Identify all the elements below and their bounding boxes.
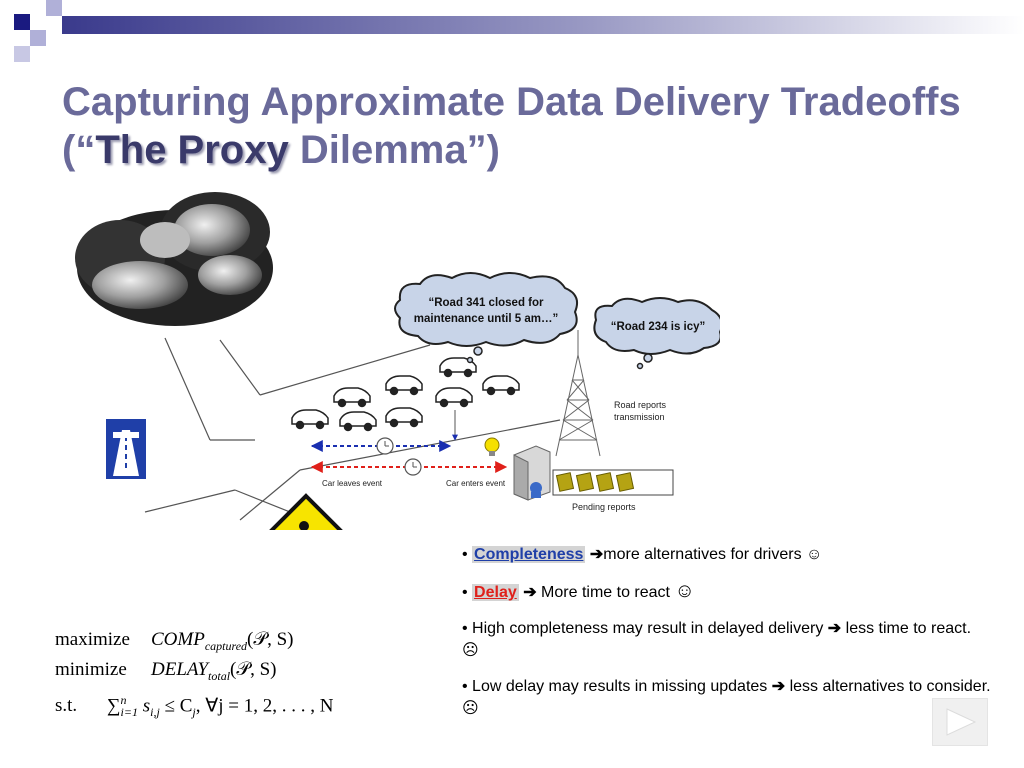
cars-group — [291, 357, 520, 432]
arrow-right-icon: ➔ — [589, 546, 604, 563]
car-icon — [291, 409, 329, 430]
bullet-low-delay: • Low delay may results in missing updat… — [462, 678, 991, 717]
speech-bubble-left: “Road 341 closed for maintenance until 5… — [394, 272, 578, 364]
arrow-right-icon: ➔ — [523, 584, 537, 601]
pending-reports-box — [552, 469, 674, 496]
car-icon — [482, 375, 520, 396]
bubble-left-line2: maintenance until 5 am…” — [414, 313, 558, 325]
car-icon — [385, 375, 423, 396]
server-icon — [513, 445, 551, 501]
bullet-high-completeness: • High completeness may result in delaye… — [462, 620, 972, 659]
title-highlight: The Proxy — [95, 128, 289, 172]
bubble-right-text: “Road 234 is icy” — [611, 321, 706, 333]
lightbulb-icon — [484, 437, 500, 456]
envelope-icon — [615, 472, 635, 492]
frown-icon: ☹ — [462, 700, 479, 717]
envelope-icon — [595, 472, 615, 492]
car-icon — [439, 357, 477, 378]
bullet-completeness: • Completeness ➔more alternatives for dr… — [462, 546, 823, 563]
car-leaves-label: Car leaves event — [322, 479, 383, 488]
proxy-dilemma-diagram: Car leaves event Car enters event Road r… — [75, 192, 720, 530]
storm-cloud-icon — [75, 192, 273, 326]
construction-sign-icon — [269, 493, 343, 530]
term-completeness: Completeness — [472, 546, 586, 563]
bubble-left-line1: “Road 341 closed for — [428, 297, 544, 309]
tower-label-line1: Road reports — [614, 400, 667, 410]
next-slide-button[interactable] — [932, 698, 988, 746]
bullet-delay: • Delay ➔ More time to react ☺ — [462, 580, 695, 602]
bullet-list: • Completeness ➔more alternatives for dr… — [462, 544, 992, 734]
play-triangle-icon — [946, 708, 977, 736]
highway-sign-icon — [104, 417, 148, 481]
formula-constraint-row: s.t.∑ni=1 si,j ≤ Cj, ∀j = 1, 2, . . . , … — [55, 692, 334, 719]
envelope-icon — [555, 472, 575, 492]
envelope-icon — [575, 472, 595, 492]
term-delay: Delay — [472, 584, 519, 601]
car-icon — [339, 411, 377, 432]
tower-label-line2: transmission — [614, 412, 665, 422]
smiley-icon: ☺ — [806, 546, 823, 563]
pending-reports-label: Pending reports — [572, 502, 636, 512]
speech-bubble-right: “Road 234 is icy” — [593, 297, 720, 370]
frown-icon: ☹ — [462, 642, 479, 659]
smiley-icon: ☺ — [674, 580, 695, 602]
car-icon — [333, 387, 371, 408]
car-icon — [385, 407, 423, 428]
clock-icon — [376, 437, 394, 455]
slide-title: Capturing Approximate Data Delivery Trad… — [62, 80, 961, 172]
arrow-right-icon: ➔ — [771, 678, 786, 695]
header-decoration — [14, 0, 1024, 62]
radio-tower-icon — [555, 330, 601, 457]
car-icon — [435, 387, 473, 408]
arrow-right-icon: ➔ — [827, 620, 842, 637]
car-enters-label: Car enters event — [446, 479, 506, 488]
clock-icon — [404, 458, 422, 476]
road-lines — [144, 337, 561, 521]
